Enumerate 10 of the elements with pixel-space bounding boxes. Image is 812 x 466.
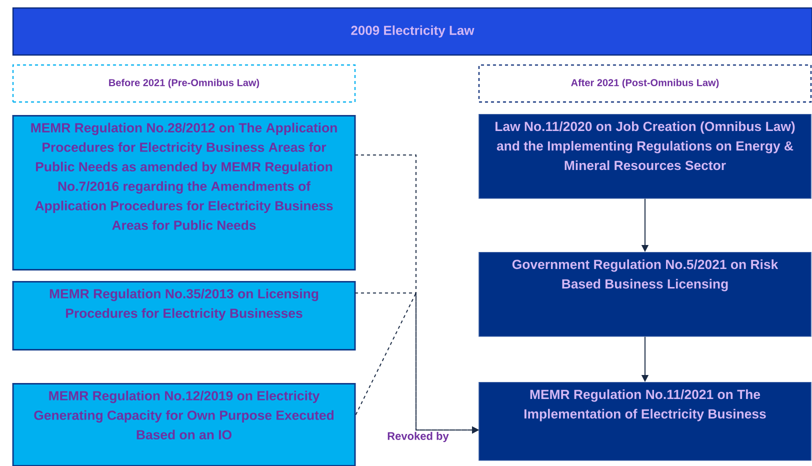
regulation-box: Law No.11/2020 on Job Creation (Omnibus Law) and the Implementing Regulations on Energy & Mineral Resources Sector — [478, 114, 812, 199]
regulation-box: MEMR Regulation No.11/2021 on The Implementation of Electricity Business — [478, 382, 812, 461]
section-header-box: After 2021 (Post-Omnibus Law) — [478, 64, 812, 103]
regulation-box: Government Regulation No.5/2021 on Risk Based Business Licensing — [478, 252, 812, 337]
regulation-box: MEMR Regulation No.35/2013 on Licensing Procedures for Electricity Businesses — [12, 281, 356, 350]
regulation-box: MEMR Regulation No.28/2012 on The Application Procedures for Electricity Business Areas for Public Needs as amended by MEMR Regulation No.7/2016 regarding the Amendments of Application Procedures for Electricity Business Areas for Public Needs — [12, 115, 356, 270]
title-band: 2009 Electricity Law — [12, 7, 812, 56]
edge-label: Revoked by — [386, 430, 450, 444]
regulation-box: MEMR Regulation No.12/2019 on Electricity Generating Capacity for Own Purpose Executed Based on an IO — [12, 383, 356, 466]
section-header-box: Before 2021 (Pre-Omnibus Law) — [12, 64, 356, 103]
